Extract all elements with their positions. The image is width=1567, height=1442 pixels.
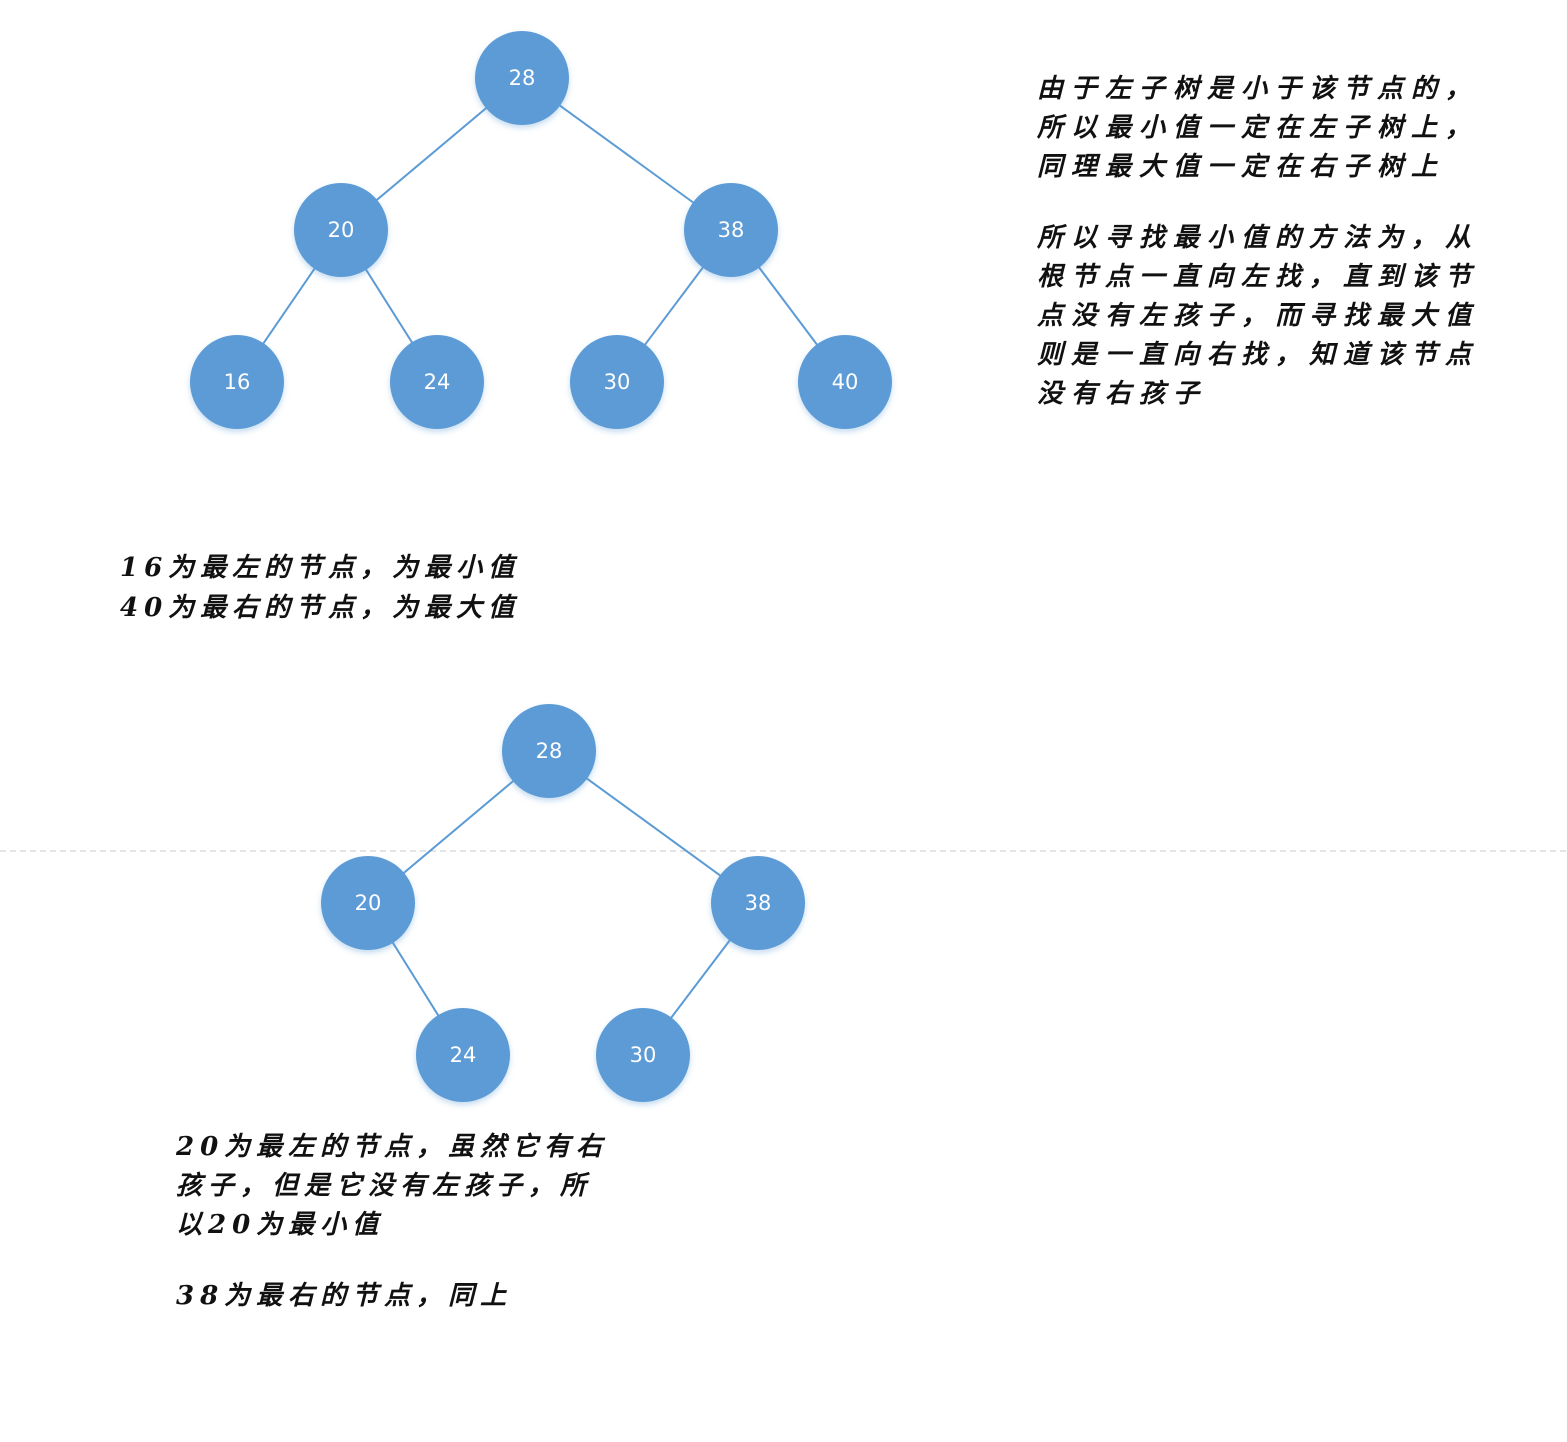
node-label: 28 xyxy=(536,739,563,763)
tree-node: 40 xyxy=(798,335,892,429)
tree-node: 38 xyxy=(684,183,778,277)
node-label: 30 xyxy=(630,1043,657,1067)
node-label: 24 xyxy=(450,1043,477,1067)
node-circle xyxy=(798,335,892,429)
node-label: 38 xyxy=(745,891,772,915)
tree-node: 24 xyxy=(390,335,484,429)
caption-line: 以20为最小值 xyxy=(176,1210,385,1240)
note-line: 则是一直向右找，知道该节点 xyxy=(1037,340,1480,370)
node-label: 20 xyxy=(328,218,355,242)
node-circle xyxy=(570,335,664,429)
tree-node: 38 xyxy=(711,856,805,950)
tree-node: 20 xyxy=(294,183,388,277)
node-label: 24 xyxy=(424,370,451,394)
node-circle xyxy=(475,31,569,125)
explanation-note: 由于左子树是小于该节点的， 所以最小值一定在左子树上， 同理最大值一定在右子树上… xyxy=(1037,70,1479,414)
node-circle xyxy=(502,704,596,798)
node-label: 38 xyxy=(718,218,745,242)
node-circle xyxy=(321,856,415,950)
caption-line: 38为最右的节点，同上 xyxy=(176,1281,513,1311)
tree-node: 30 xyxy=(570,335,664,429)
note-line: 根节点一直向左找，直到该节 xyxy=(1037,262,1480,292)
node-circle xyxy=(416,1008,510,1102)
tree-node: 28 xyxy=(502,704,596,798)
node-label: 28 xyxy=(509,66,536,90)
node-circle xyxy=(596,1008,690,1102)
node-label: 20 xyxy=(355,891,382,915)
node-label: 30 xyxy=(604,370,631,394)
caption-line: 40为最右的节点，为最大值 xyxy=(120,593,521,623)
tree-node: 16 xyxy=(190,335,284,429)
caption-line: 16为最左的节点，为最小值 xyxy=(120,553,521,583)
tree-node: 30 xyxy=(596,1008,690,1102)
note-line: 由于左子树是小于该节点的， xyxy=(1037,74,1480,104)
tree-full-caption: 16为最左的节点，为最小值 40为最右的节点，为最大值 xyxy=(120,548,520,628)
node-circle xyxy=(294,183,388,277)
note-line: 点没有左孩子，而寻找最大值 xyxy=(1037,301,1480,331)
node-circle xyxy=(711,856,805,950)
node-label: 16 xyxy=(224,370,251,394)
tree-node: 24 xyxy=(416,1008,510,1102)
note-line: 所以寻找最小值的方法为，从 xyxy=(1037,223,1480,253)
note-line: 所以最小值一定在左子树上， xyxy=(1037,113,1480,143)
tree-node: 20 xyxy=(321,856,415,950)
tree-partial: 28 20 38 24 30 xyxy=(321,704,805,1102)
node-circle xyxy=(390,335,484,429)
tree-node: 28 xyxy=(475,31,569,125)
node-circle xyxy=(190,335,284,429)
caption-line: 20为最左的节点，虽然它有右 xyxy=(176,1132,609,1162)
note-line: 同理最大值一定在右子树上 xyxy=(1037,152,1446,182)
tree-full: 28 20 38 16 24 30 40 xyxy=(190,31,892,429)
caption-line: 孩子，但是它没有左孩子，所 xyxy=(176,1171,593,1201)
node-label: 40 xyxy=(832,370,859,394)
note-line: 没有右孩子 xyxy=(1037,379,1208,409)
node-circle xyxy=(684,183,778,277)
tree-partial-caption: 20为最左的节点，虽然它有右 孩子，但是它没有左孩子，所 以20为最小值 38为… xyxy=(176,1128,608,1316)
